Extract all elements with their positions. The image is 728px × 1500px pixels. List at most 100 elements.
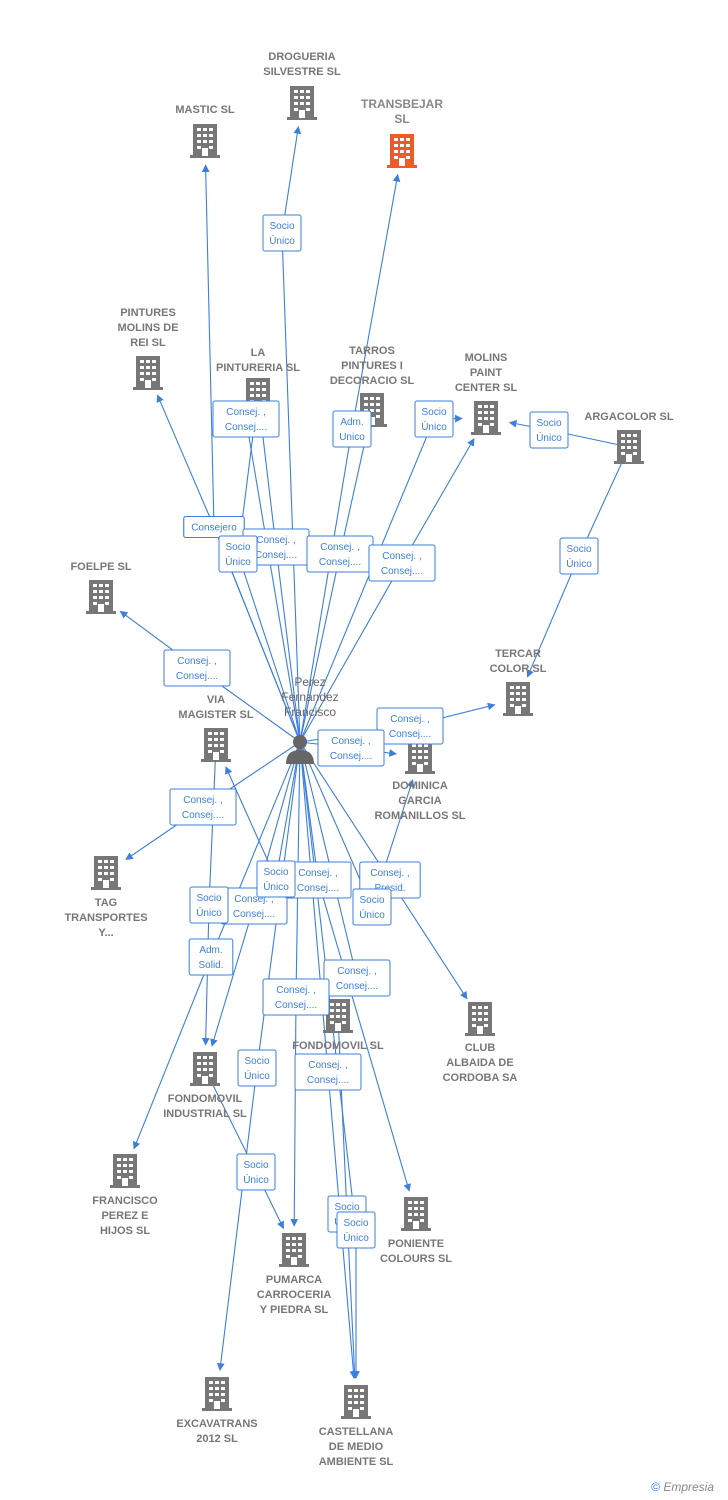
person-label: Francisco xyxy=(284,705,336,719)
company-node-mastic[interactable]: MASTIC SL xyxy=(175,104,235,158)
company-label: PAINT xyxy=(470,367,502,379)
edge-label[interactable]: Consej. ,Consej.... xyxy=(323,959,391,997)
company-label: ALBAIDA DE xyxy=(446,1057,513,1069)
edge-label[interactable]: Consej. ,Consej.... xyxy=(262,978,330,1016)
company-node-foelpe[interactable]: FOELPE SL xyxy=(70,561,132,614)
company-label: INDUSTRIAL SL xyxy=(163,1108,247,1120)
edge-label[interactable]: Adm. Unico xyxy=(332,410,372,448)
edge-label[interactable]: Consej. ,Consej.... xyxy=(317,729,385,767)
company-node-fondomovil[interactable]: FONDOMOVIL SL xyxy=(292,999,384,1052)
edge-label-text: Consej.... xyxy=(389,729,431,740)
edge-label-text: Unico xyxy=(339,432,365,443)
building-icon xyxy=(190,124,220,158)
edge-label-text: Único xyxy=(359,908,385,921)
edge-argacolor-molins xyxy=(508,420,630,448)
edge-label-text: Consej.... xyxy=(319,557,361,568)
edge-label[interactable]: Consej. ,Consej.... xyxy=(376,707,444,745)
edge-label-text: Consej.... xyxy=(307,1075,349,1086)
company-node-argacolor[interactable]: ARGACOLOR SL xyxy=(584,411,674,464)
company-label: TERCAR xyxy=(495,648,541,660)
edge-label[interactable]: Consej. ,Consej.... xyxy=(212,400,280,438)
building-icon xyxy=(465,1002,495,1036)
edge-label-text: Único xyxy=(566,557,592,570)
edge-label-text: Socio xyxy=(334,1202,359,1213)
edge-label-text: Adm. xyxy=(199,945,222,956)
company-label: EXCAVATRANS xyxy=(176,1418,257,1430)
person-label: Perez xyxy=(294,675,325,689)
building-icon xyxy=(201,728,231,762)
edge-label-text: Consej.... xyxy=(330,751,372,762)
edge-label-text: Presid. xyxy=(374,883,405,894)
company-label: MAGISTER SL xyxy=(178,709,253,721)
edge-label-text: Socio xyxy=(196,893,221,904)
edge-label[interactable]: Consej. ,Consej.... xyxy=(163,649,231,687)
company-label: SILVESTRE SL xyxy=(263,66,341,78)
company-label: MASTIC SL xyxy=(175,104,235,116)
company-label: PEREZ E xyxy=(101,1210,148,1222)
edge-label-text: Único xyxy=(269,234,295,247)
company-label: ROMANILLOS SL xyxy=(374,810,465,822)
edge-label[interactable]: Consej. ,Consej.... xyxy=(306,535,374,573)
edge-label-text: Adm. xyxy=(340,417,363,428)
company-label: TRANSBEJAR xyxy=(361,97,443,111)
company-label: TAG xyxy=(95,897,117,909)
company-label: CENTER SL xyxy=(455,382,518,394)
brand-logo[interactable]: Empresia xyxy=(663,1480,714,1494)
edge-label[interactable]: Consej. ,Consej.... xyxy=(284,861,352,899)
building-icon xyxy=(503,682,533,716)
company-label: PINTURES I xyxy=(341,360,403,372)
edge-label[interactable]: Adm.Solid. xyxy=(188,938,234,976)
company-node-excavatrans[interactable]: EXCAVATRANS 2012 SL xyxy=(176,1377,258,1445)
edge-labels-layer: SocioÚnicoConsejeroAdm.UnicoConsejeroCon… xyxy=(163,214,599,1249)
company-label: PONIENTE xyxy=(388,1238,444,1250)
company-label: Y PIEDRA SL xyxy=(260,1304,329,1316)
edge-label-text: Consej. , xyxy=(276,985,315,996)
edge-label[interactable]: Consejero xyxy=(183,516,245,538)
copyright-symbol: © xyxy=(651,1480,660,1494)
edge-label-text: Consej.... xyxy=(225,422,267,433)
edge-label[interactable]: Consej. ,Consej.... xyxy=(368,544,436,582)
building-icon xyxy=(471,401,501,435)
building-icon xyxy=(287,86,317,120)
company-label: PINTURERIA SL xyxy=(216,362,300,374)
edge-label-text: Único xyxy=(196,906,222,919)
company-label: ARGACOLOR SL xyxy=(584,411,674,423)
company-label: HIJOS SL xyxy=(100,1225,150,1237)
company-node-tag[interactable]: TAGTRANSPORTESY... xyxy=(64,856,148,939)
edge-label[interactable]: Consej. ,Consej.... xyxy=(294,1053,362,1091)
edge-label[interactable]: Consej. ,Consej.... xyxy=(169,788,237,826)
company-label: 2012 SL xyxy=(196,1433,238,1445)
edge-label-text: Consej.... xyxy=(182,810,224,821)
edge-label-text: Único xyxy=(244,1069,270,1082)
building-icon xyxy=(614,430,644,464)
